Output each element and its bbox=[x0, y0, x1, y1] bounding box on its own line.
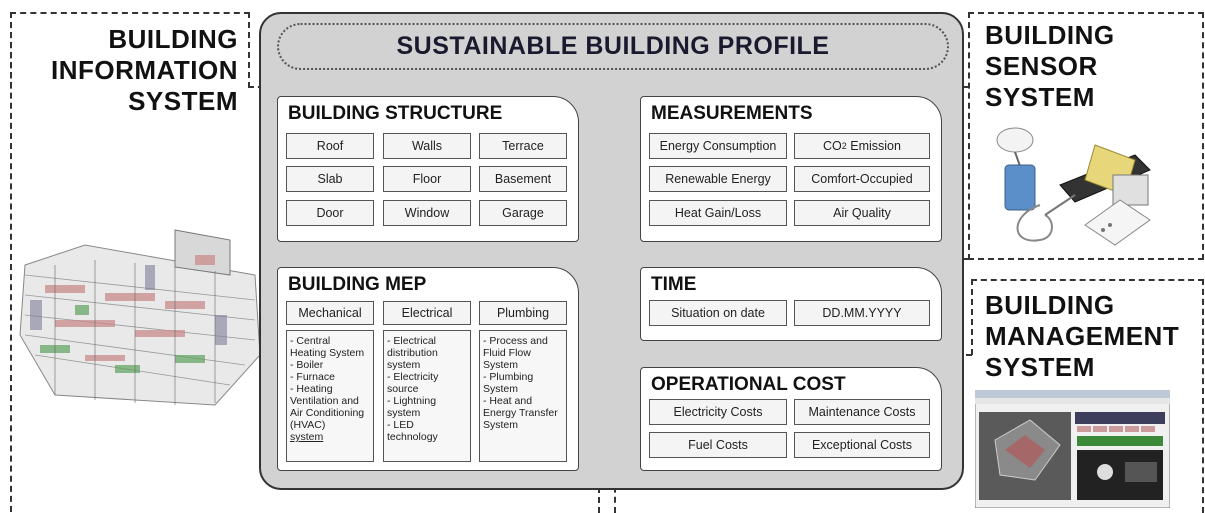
bss-title-line-3: SYSTEM bbox=[985, 82, 1095, 112]
measurements-title: MEASUREMENTS bbox=[651, 103, 813, 124]
mep-mechanical-list: - Central Heating System - Boiler - Furn… bbox=[286, 330, 374, 462]
mechanical-line: - Heating bbox=[290, 383, 333, 395]
electrical-line: distribution bbox=[387, 347, 438, 359]
co2-suffix: Emission bbox=[846, 139, 901, 153]
mep-electrical-list: - Electrical distribution system - Elect… bbox=[383, 330, 471, 462]
structure-walls: Walls bbox=[383, 133, 471, 159]
cost-electricity: Electricity Costs bbox=[649, 399, 787, 425]
structure-roof: Roof bbox=[286, 133, 374, 159]
plumbing-line: - Process and bbox=[483, 335, 548, 347]
plumbing-line: - Plumbing bbox=[483, 371, 534, 383]
bms-title-line-3: SYSTEM bbox=[985, 352, 1095, 382]
bis-title: BUILDING INFORMATION SYSTEM bbox=[20, 24, 238, 117]
bis-title-line-1: BUILDING bbox=[108, 24, 238, 54]
mechanical-line: - Boiler bbox=[290, 359, 324, 371]
mechanical-line: (HVAC) bbox=[290, 419, 326, 431]
measure-air-quality: Air Quality bbox=[794, 200, 930, 226]
structure-basement: Basement bbox=[479, 166, 567, 192]
plumbing-line: System bbox=[483, 359, 519, 371]
time-title: TIME bbox=[651, 274, 697, 295]
mechanical-line: - Furnace bbox=[290, 371, 335, 383]
mep-plumbing-list: - Process and Fluid Flow System - Plumbi… bbox=[479, 330, 567, 462]
mep-mechanical-header: Mechanical bbox=[286, 301, 374, 325]
building-structure-title: BUILDING STRUCTURE bbox=[288, 103, 503, 124]
electrical-line: - Lightning bbox=[387, 395, 437, 407]
time-situation-on-date: Situation on date bbox=[649, 300, 787, 326]
mep-electrical-header: Electrical bbox=[383, 301, 471, 325]
building-mep-title: BUILDING MEP bbox=[288, 274, 427, 295]
operational-cost-title: OPERATIONAL COST bbox=[651, 374, 846, 395]
structure-garage: Garage bbox=[479, 200, 567, 226]
measure-energy-consumption: Energy Consumption bbox=[649, 133, 787, 159]
cost-exceptional: Exceptional Costs bbox=[794, 432, 930, 458]
plumbing-line: System bbox=[483, 383, 519, 395]
electrical-line: source bbox=[387, 383, 419, 395]
bms-title-line-1: BUILDING bbox=[985, 290, 1115, 320]
mechanical-line: Air Conditioning bbox=[290, 407, 365, 419]
bis-title-line-2: INFORMATION bbox=[51, 55, 238, 85]
electrical-line: system bbox=[387, 407, 421, 419]
co2-subscript: 2 bbox=[841, 141, 847, 151]
structure-door: Door bbox=[286, 200, 374, 226]
bms-title-line-2: MANAGEMENT bbox=[985, 321, 1180, 351]
plumbing-line: - Heat and bbox=[483, 395, 533, 407]
bss-region-outline bbox=[968, 12, 1204, 260]
mechanical-line: system bbox=[290, 431, 324, 443]
mep-plumbing-header: Plumbing bbox=[479, 301, 567, 325]
structure-terrace: Terrace bbox=[479, 133, 567, 159]
time-date-format: DD.MM.YYYY bbox=[794, 300, 930, 326]
co2-prefix: CO bbox=[823, 139, 842, 153]
measure-comfort-occupied: Comfort-Occupied bbox=[794, 166, 930, 192]
electrical-line: - LED bbox=[387, 419, 414, 431]
electrical-line: - Electrical bbox=[387, 335, 437, 347]
cost-maintenance: Maintenance Costs bbox=[794, 399, 930, 425]
bss-title-line-1: BUILDING bbox=[985, 20, 1115, 50]
bms-title: BUILDING MANAGEMENT SYSTEM bbox=[985, 290, 1179, 383]
plumbing-line: Energy Transfer bbox=[483, 407, 558, 419]
main-title: SUSTAINABLE BUILDING PROFILE bbox=[277, 23, 949, 70]
electrical-line: technology bbox=[387, 431, 438, 443]
mechanical-line: - Central bbox=[290, 335, 331, 347]
mechanical-line: Heating System bbox=[290, 347, 365, 359]
electrical-line: system bbox=[387, 359, 421, 371]
mechanical-line: Ventilation and bbox=[290, 395, 359, 407]
bms-region-right-edge bbox=[1202, 279, 1204, 513]
structure-window: Window bbox=[383, 200, 471, 226]
bss-title-line-2: SENSOR bbox=[985, 51, 1098, 81]
bim-3d-model-illustration bbox=[19, 229, 260, 406]
sensor-devices-illustration bbox=[996, 127, 1151, 246]
plumbing-line: Fluid Flow bbox=[483, 347, 531, 359]
cost-fuel: Fuel Costs bbox=[649, 432, 787, 458]
measure-heat-gain-loss: Heat Gain/Loss bbox=[649, 200, 787, 226]
structure-slab: Slab bbox=[286, 166, 374, 192]
structure-floor: Floor bbox=[383, 166, 471, 192]
bis-region-left-edge bbox=[10, 12, 12, 512]
measure-renewable-energy: Renewable Energy bbox=[649, 166, 787, 192]
bis-title-line-3: SYSTEM bbox=[128, 86, 238, 116]
electrical-line: - Electricity bbox=[387, 371, 439, 383]
bss-title: BUILDING SENSOR SYSTEM bbox=[985, 20, 1115, 113]
bms-software-screenshot bbox=[975, 390, 1170, 508]
plumbing-line: System bbox=[483, 419, 519, 431]
